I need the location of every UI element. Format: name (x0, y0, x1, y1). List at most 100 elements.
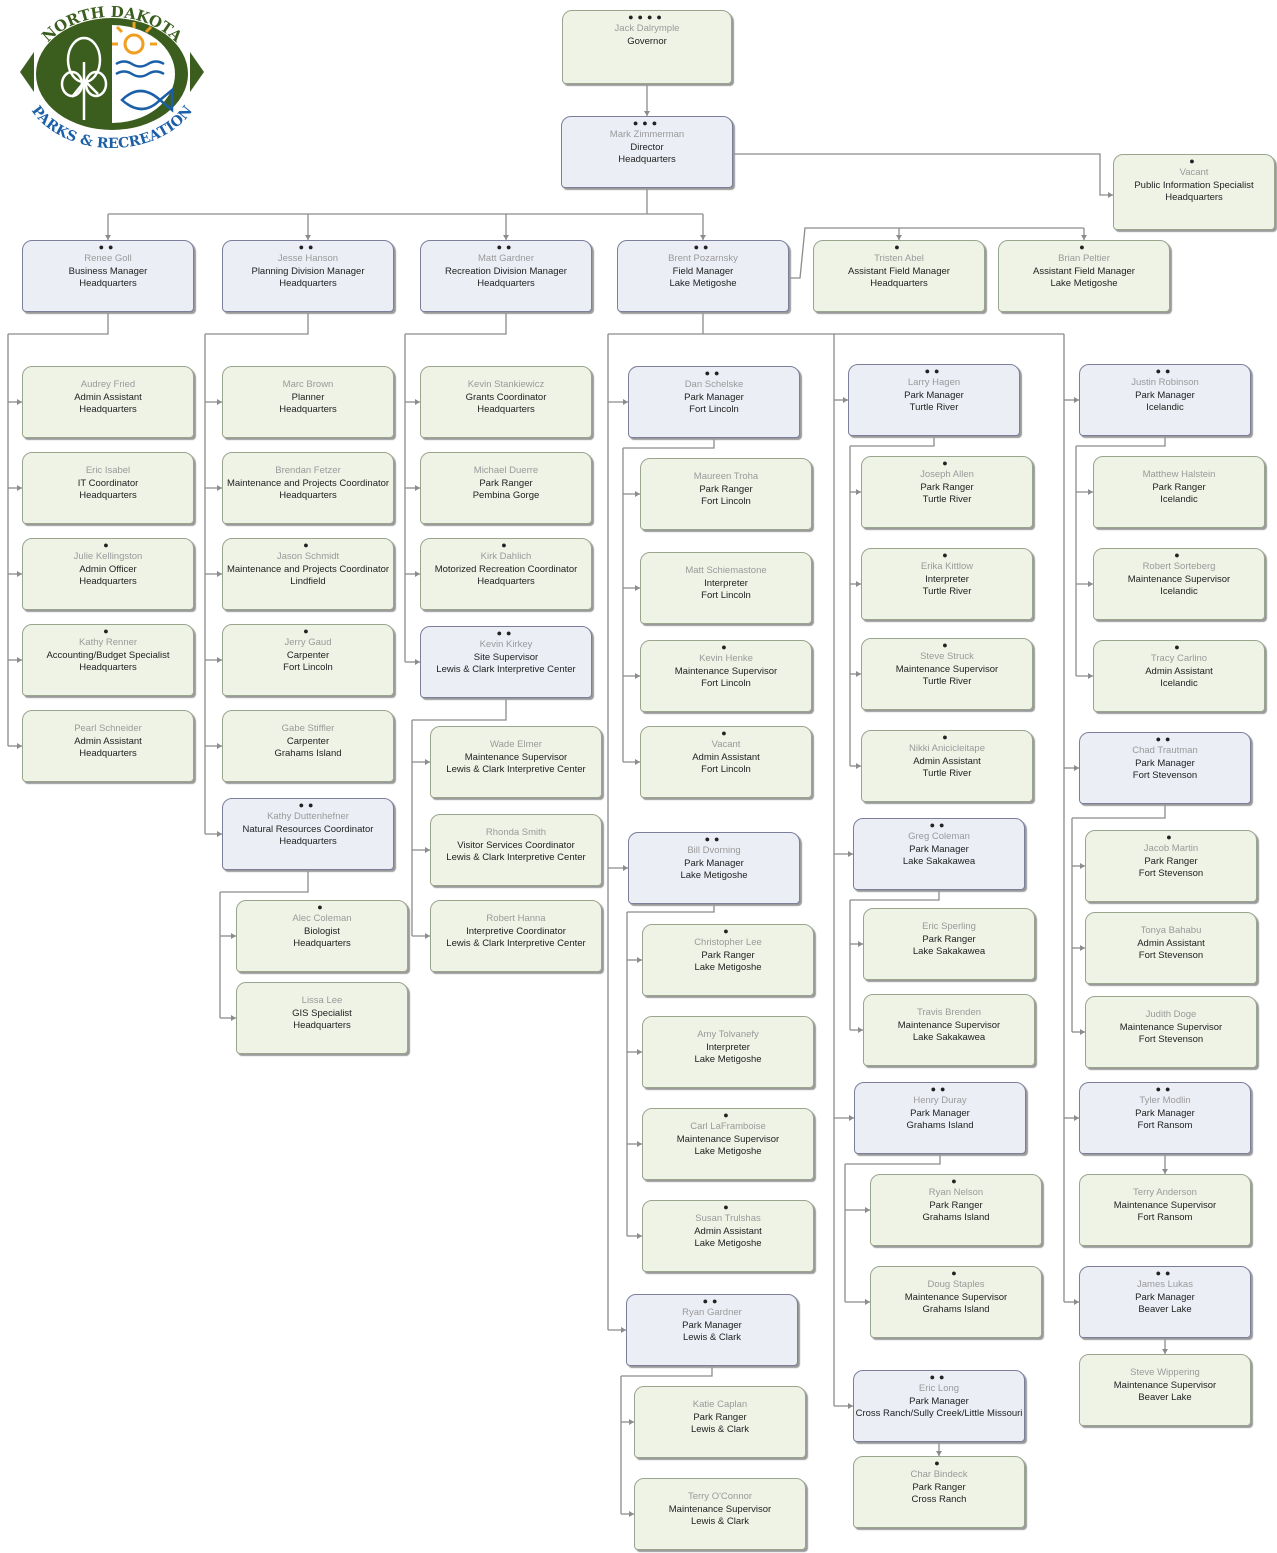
node-location: Turtle River (922, 586, 972, 597)
connector-arrow (1088, 489, 1093, 495)
node-name: Ryan Nelson (928, 1187, 984, 1198)
connector-line (850, 890, 940, 901)
node-name: Amy Tolvanefy (697, 1029, 759, 1040)
node-location: Fort Lincoln (701, 764, 751, 775)
node-name: Tracy Carlino (1150, 653, 1208, 664)
node-name: Vacant (711, 739, 741, 750)
node-dots-icon (864, 995, 1034, 1007)
node-dots-icon: ●● (1155, 1268, 1175, 1278)
node-title: Visitor Services Coordinator (457, 839, 575, 851)
node-dots-icon: ● (1174, 550, 1184, 560)
node-name: Jesse Hanson (277, 253, 339, 264)
node-location: Fort Lincoln (701, 496, 751, 507)
node-dots-icon (223, 711, 393, 723)
node-name: Greg Coleman (908, 831, 970, 842)
node-name: Jason Schmidt (276, 551, 340, 562)
node-name: Kathy Renner (78, 637, 138, 648)
node-dots-icon: ● (1166, 832, 1176, 842)
node-location: Headquarters (79, 662, 137, 673)
connector-arrow (635, 491, 640, 497)
connector-line (1072, 804, 1166, 819)
node-name: Rhonda Smith (485, 827, 547, 838)
connector-arrow (17, 743, 22, 749)
connector-arrow (856, 581, 861, 587)
node-name: Chad Trautman (1132, 745, 1198, 756)
node-title: Park Manager (684, 391, 744, 403)
node-title: Park Manager (1135, 1291, 1195, 1303)
connector-line (845, 1154, 941, 1165)
connector-arrow (644, 111, 650, 116)
node-dots-icon (1080, 1355, 1250, 1367)
node-location: Headquarters (477, 576, 535, 587)
node-dots-icon: ● (1079, 242, 1089, 252)
node-dots-icon (1094, 457, 1264, 469)
node-dots-icon: ● (1189, 156, 1199, 166)
node-name: Alec Coleman (292, 913, 352, 924)
node-title: Maintenance Supervisor (674, 665, 778, 677)
connector-arrow (415, 485, 420, 491)
node-title: IT Coordinator (77, 477, 139, 489)
node-dots-icon: ● (942, 640, 952, 650)
connector-arrow (700, 235, 706, 240)
node-location: Headquarters (79, 576, 137, 587)
node-name: Doug Staples (927, 1279, 985, 1290)
node-dots-icon (421, 367, 591, 379)
connector-line (405, 312, 507, 335)
node-dots-icon: ●● (704, 834, 724, 844)
connector-arrow (217, 743, 222, 749)
node-dots-icon (23, 453, 193, 465)
node-title: GIS Specialist (292, 1007, 352, 1019)
connector-arrow (1162, 1349, 1168, 1354)
node-dots-icon (864, 909, 1034, 921)
node-title: Maintenance and Projects Coordinator (226, 477, 390, 489)
node-name: Travis Brenden (916, 1007, 982, 1018)
connector-arrow (629, 1511, 634, 1517)
node-name: Eric Sperling (922, 921, 976, 932)
node-title: Maintenance Supervisor (1113, 1199, 1217, 1211)
connector-arrow (629, 1419, 634, 1425)
node-title: Park Manager (682, 1319, 742, 1331)
node-dots-icon: ●● (496, 628, 516, 638)
node-location: Headquarters (279, 490, 337, 501)
node-dots-icon: ● (934, 1458, 944, 1468)
node-dots-icon: ●● (929, 1372, 949, 1382)
connector-line (733, 153, 1113, 196)
node-location: Lake Metigoshe (694, 1238, 762, 1249)
connector-arrow (858, 941, 863, 947)
connector-arrow (305, 235, 311, 240)
connector-arrow (217, 571, 222, 577)
node-title: Park Ranger (479, 477, 533, 489)
connector-arrow (503, 235, 509, 240)
node-location: Cross Ranch (911, 1494, 967, 1505)
connector-arrow (858, 1027, 863, 1033)
node-location: Fort Stevenson (1138, 1034, 1204, 1045)
node-name: Bill Dvorning (687, 845, 741, 856)
node-dots-icon (641, 553, 811, 565)
node-dots-icon (641, 459, 811, 471)
connector-arrow (231, 933, 236, 939)
node-name: Steve Struck (920, 651, 974, 662)
node-location: Headquarters (79, 278, 137, 289)
node-dots-icon: ●● (98, 242, 118, 252)
connector-line (8, 312, 109, 335)
node-dots-icon: ●● (1155, 734, 1175, 744)
node-location: Icelandic (1146, 402, 1184, 413)
node-title: Park Ranger (693, 1411, 747, 1423)
